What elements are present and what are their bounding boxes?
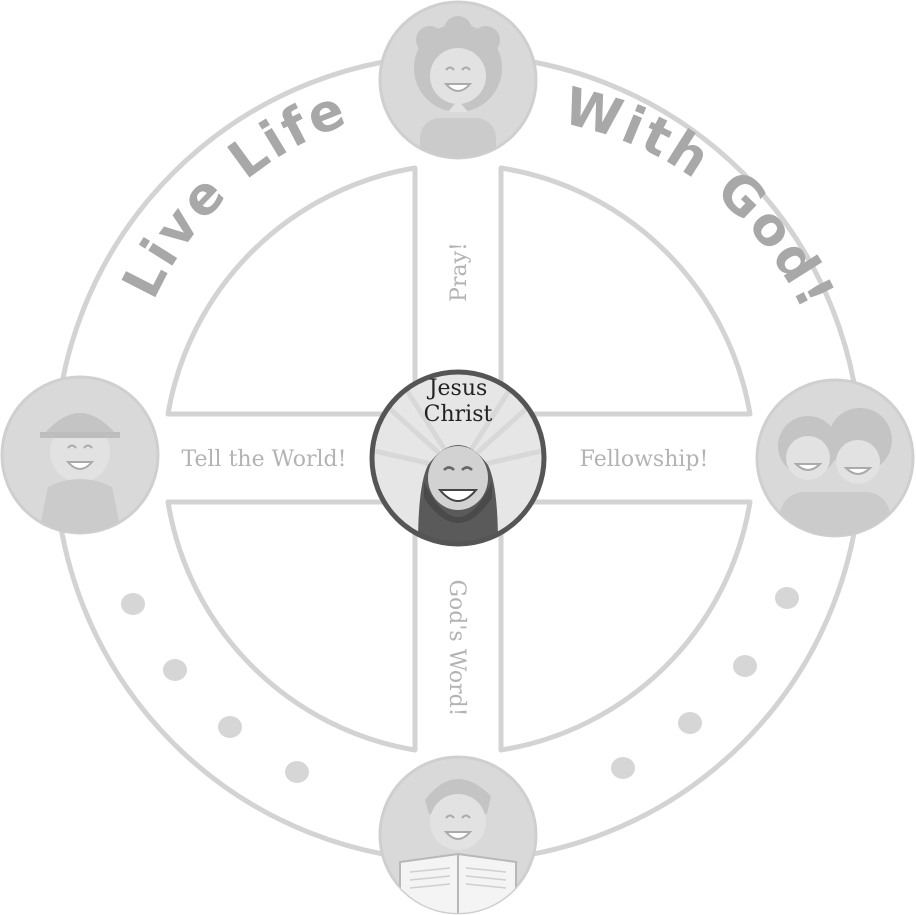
arm-label-bottom: God's Word!: [444, 579, 469, 716]
center-title-line1: Jesus: [427, 376, 488, 401]
arm-label-left: Tell the World!: [182, 447, 347, 472]
quadrant-bottom-right: [501, 502, 750, 750]
svg-text:With God!: With God!: [557, 77, 846, 320]
reading-boy-icon: [380, 757, 536, 915]
title-right: With God!: [557, 77, 846, 320]
praying-girl-icon: [380, 2, 536, 168]
arm-label-top: Pray!: [447, 242, 472, 302]
quadrant-bottom-left: [168, 502, 415, 750]
arm-label-right: Fellowship!: [580, 447, 709, 472]
boy-with-cap-icon: [2, 377, 158, 535]
friends-icon: [757, 380, 913, 552]
center-title-line2: Christ: [424, 402, 493, 427]
